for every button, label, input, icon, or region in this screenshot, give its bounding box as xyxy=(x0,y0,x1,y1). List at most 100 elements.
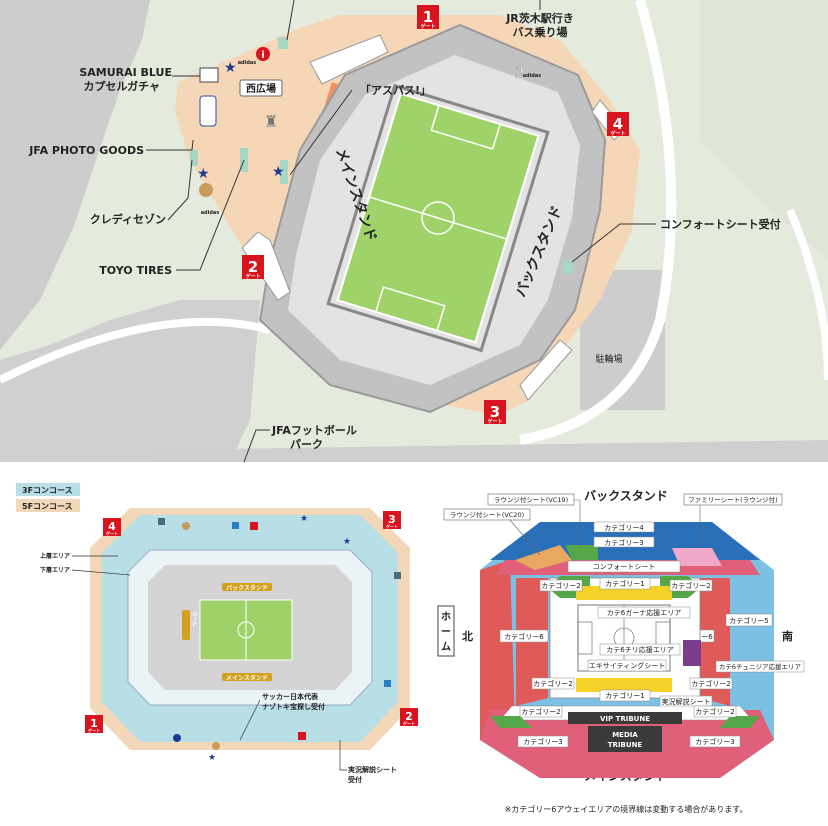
home-char-1: ホ xyxy=(441,611,451,623)
svg-text:カテ6チリ応援エリア: カテ6チリ応援エリア xyxy=(606,645,673,654)
booth-top xyxy=(278,37,288,49)
svg-text:ゲート: ゲート xyxy=(106,530,118,536)
svg-text:ゲート: ゲート xyxy=(245,273,260,280)
concourse-map: 3Fコンコース 5Fコンコース バックスタンド メインスタンド ホーム 4 ゲー… xyxy=(16,483,418,784)
category-3-bottom-left-box xyxy=(517,735,569,748)
camera-icon xyxy=(394,572,401,579)
category-1-bottom-box xyxy=(599,689,651,702)
mascot-icon xyxy=(212,742,220,750)
comfort-seat-reception-label: コンフォートシート受付 xyxy=(660,217,781,231)
back-stand-title: バックスタンド xyxy=(584,489,668,503)
home-char-3: ム xyxy=(441,641,451,653)
svg-text:カテゴリー5: カテゴリー5 xyxy=(729,616,768,625)
home-badge-label: ホーム xyxy=(191,612,198,627)
first-aid-icon xyxy=(298,732,306,740)
category-2-bottom-left-box xyxy=(519,705,563,718)
road-curve-left xyxy=(0,317,272,384)
concourse-gate-4: 4 ゲート xyxy=(103,518,121,536)
category-1-top-box xyxy=(599,577,651,590)
stadium-pitch xyxy=(326,83,550,353)
svg-text:ゲート: ゲート xyxy=(403,720,415,726)
svg-text:カテゴリー1: カテゴリー1 xyxy=(605,579,644,588)
svg-text:3: 3 xyxy=(388,513,396,526)
concourse-gate-3: 3 ゲート xyxy=(383,511,401,529)
category-6-left-box xyxy=(499,629,549,643)
svg-text:ファミリーシート(ラウンジ付): ファミリーシート(ラウンジ付) xyxy=(688,495,777,504)
svg-text:カテゴリー2: カテゴリー2 xyxy=(533,679,572,688)
svg-text:ゲート: ゲート xyxy=(420,23,435,30)
star-icon: ★ xyxy=(197,166,210,182)
svg-text:1: 1 xyxy=(90,717,98,730)
nishi-hiroba-box xyxy=(239,79,283,97)
gate1-canopy xyxy=(309,34,389,85)
lower-green-left xyxy=(490,716,532,728)
parking-lot-left xyxy=(0,0,150,350)
lower-green-right xyxy=(720,716,760,728)
jikkyo-reception-label-line2: 受付 xyxy=(348,775,362,784)
star-icon: ★ xyxy=(300,514,308,524)
legend-5f-label: 5Fコンコース xyxy=(22,502,73,511)
concourse-gate-1: 1 ゲート xyxy=(85,715,103,733)
svg-text:カテゴリー3: カテゴリー3 xyxy=(523,737,562,746)
gate-4-badge: 4 ゲート xyxy=(607,112,629,137)
jfa-football-park-label-line1: JFAフットボール xyxy=(271,423,357,437)
svg-text:カテゴリー2: カテゴリー2 xyxy=(691,679,730,688)
svg-text:カテゴリー2: カテゴリー2 xyxy=(671,581,710,590)
svg-text:カテゴリー3: カテゴリー3 xyxy=(695,737,734,746)
samurai-blue-label-line2: カプセルガチャ xyxy=(83,79,160,93)
svg-text:VIP TRIBUNE: VIP TRIBUNE xyxy=(600,715,650,723)
jfa-photo-goods-label: JFA PHOTO GOODS xyxy=(28,144,144,157)
soccer-quest-label-line2: ナゾトキ宝探し受付 xyxy=(262,702,325,711)
info-icon xyxy=(173,734,181,742)
jfa-football-park-label-line2: パーク xyxy=(290,438,323,451)
svg-text:実況解説シート: 実況解説シート xyxy=(662,697,711,706)
svg-text:MEDIA: MEDIA xyxy=(612,731,638,739)
ghana-support-area-box xyxy=(597,606,691,619)
category-2-mid-left-box xyxy=(531,677,575,690)
section-category-1-top xyxy=(576,586,672,600)
first-aid-icon xyxy=(250,522,258,530)
svg-text:ラウンジ付シート(VC20): ラウンジ付シート(VC20) xyxy=(450,510,524,519)
gate-1-badge: 1 ゲート xyxy=(417,5,439,30)
aspas-label: 「アスパス!」 xyxy=(360,83,431,97)
vip-tribune-section xyxy=(568,712,682,724)
section-category-1-bottom xyxy=(576,678,672,692)
south-label: 南 xyxy=(782,629,793,643)
soccer-quest-label-line1: サッカー日本代表 xyxy=(262,692,319,701)
svg-text:ゲート: ゲート xyxy=(610,130,625,137)
svg-text:4: 4 xyxy=(108,520,116,533)
concourse-gate-2: 2 ゲート xyxy=(400,708,418,726)
restaurant-icon: 🍴 xyxy=(512,65,527,79)
nishi-hiroba-label: 西広場 xyxy=(246,82,276,95)
svg-text:カテ6ガーナ応援エリア: カテ6ガーナ応援エリア xyxy=(607,608,681,617)
svg-text:カテゴリー2: カテゴリー2 xyxy=(541,581,580,590)
section-category-6-right xyxy=(700,578,730,706)
category-2-mid-right-box xyxy=(689,677,733,690)
media-tribune-section xyxy=(588,726,662,752)
category-2-top-right-box xyxy=(669,579,713,592)
tunisia-support-area-box xyxy=(715,660,805,673)
svg-text:2: 2 xyxy=(405,710,413,723)
svg-text:コンフォートシート: コンフォートシート xyxy=(593,563,656,571)
svg-text:3: 3 xyxy=(490,403,500,421)
accessible-toilet-icon xyxy=(384,680,391,687)
exciting-seat-box xyxy=(587,659,667,672)
accessible-toilet-icon xyxy=(232,522,239,529)
info-icon xyxy=(256,47,270,61)
svg-text:カテゴリー1: カテゴリー1 xyxy=(605,691,644,700)
section-comfort-seat xyxy=(567,560,681,573)
category-5-box xyxy=(725,613,773,627)
comfort-seat-booth xyxy=(563,260,573,274)
bus-stop-label-line2: バス乗り場 xyxy=(513,25,568,39)
bus-stop-label-line1: JR茨木駅行き xyxy=(505,11,574,25)
capsule-gacha-booth xyxy=(199,67,219,83)
svg-text:エキサイティングシート: エキサイティングシート xyxy=(589,661,665,670)
star-icon: ★ xyxy=(224,60,237,76)
svg-text:カテゴリー2: カテゴリー2 xyxy=(521,707,560,716)
green-area-right xyxy=(700,0,828,260)
aspas-booth xyxy=(280,160,288,184)
adidas-logo: adidas xyxy=(523,73,542,79)
adidas-logo: adidas xyxy=(238,60,257,66)
